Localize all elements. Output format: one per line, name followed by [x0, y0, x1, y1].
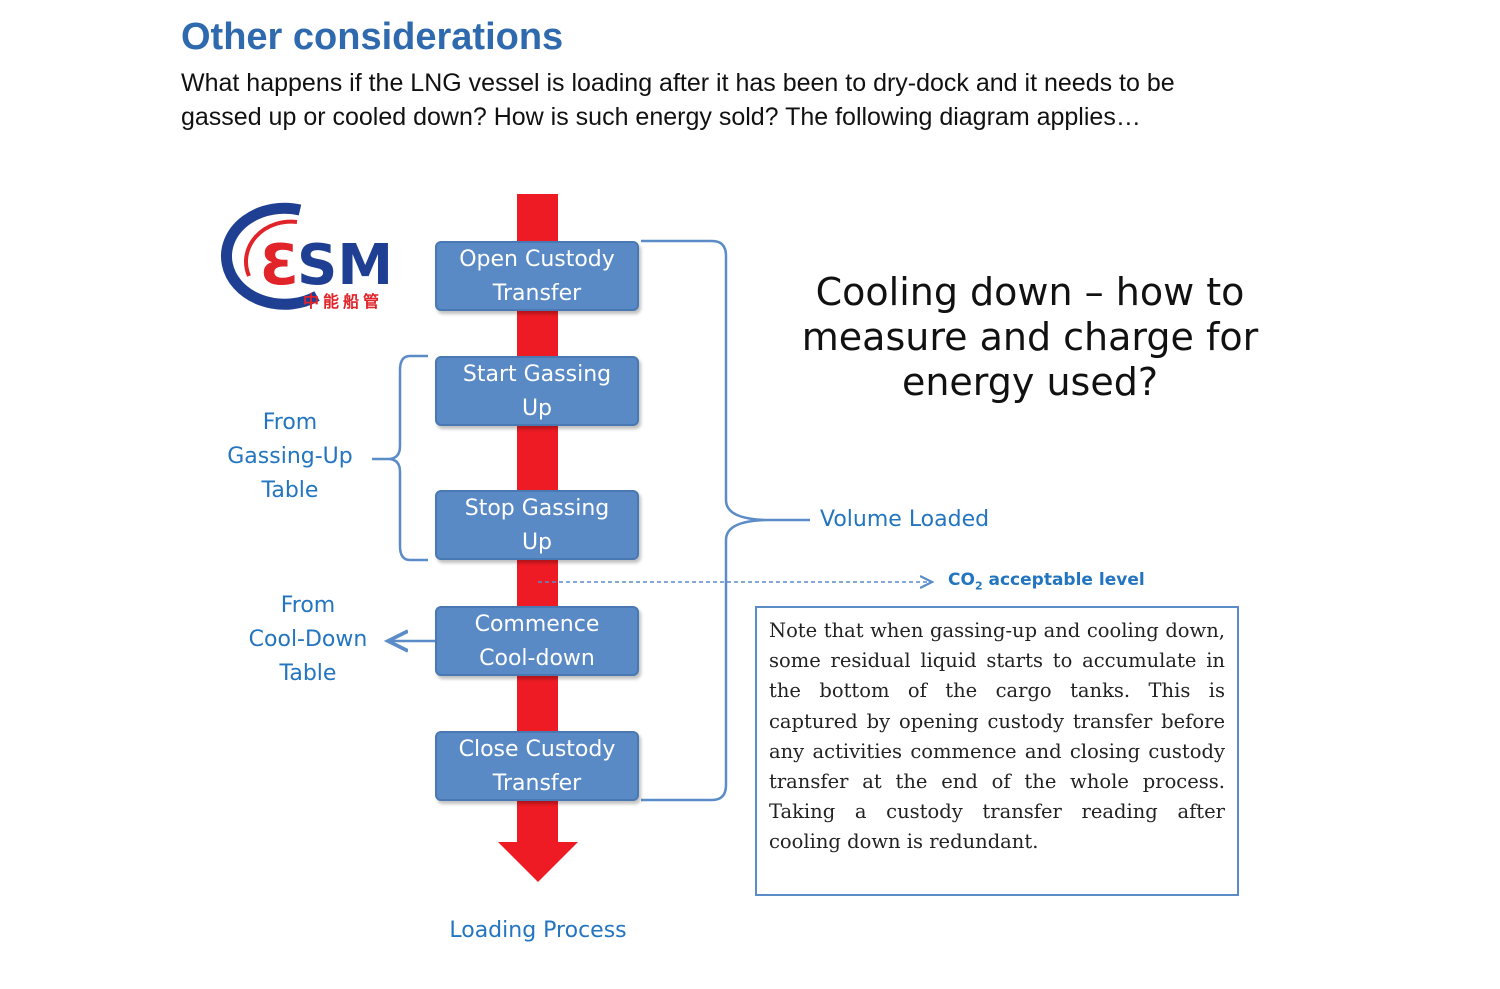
cooling-down-heading: Cooling down – how to measure and charge… [790, 270, 1270, 405]
logo-sm: SM [297, 233, 393, 298]
co2-text: CO [948, 570, 975, 590]
step-commence-cool-down: Commence Cool-down [435, 606, 639, 676]
step-open-custody-transfer: Open Custody Transfer [435, 241, 639, 311]
step-label: Start Gassing [462, 362, 612, 387]
volume-brace [641, 239, 810, 802]
page-title: Other considerations [181, 16, 564, 58]
loading-process-label: Loading Process [449, 918, 627, 943]
step-label: Cool-down [479, 646, 595, 671]
gassing-up-table-label: From Gassing-Up Table [210, 406, 370, 508]
volume-loaded-label: Volume Loaded [820, 507, 990, 532]
step-label: Stop Gassing [464, 496, 610, 521]
esm-logo: Ɛ SM 中能船管 [220, 202, 393, 311]
intro-line-2: gassed up or cooled down? How is such en… [181, 103, 1141, 131]
heading-line: measure and charge for [801, 315, 1259, 359]
step-close-custody-transfer: Close Custody Transfer [435, 731, 639, 801]
step-label: Transfer [492, 281, 582, 306]
heading-line: Cooling down – how to [815, 270, 1245, 314]
step-label: Up [521, 396, 553, 421]
label-line: Table [261, 478, 319, 503]
step-start-gassing-up: Start Gassing Up [435, 356, 639, 426]
label-line: From [280, 593, 336, 618]
co2-subscript: 2 [974, 579, 983, 593]
step-label: Close Custody [458, 737, 616, 762]
intro-line-1: What happens if the LNG vessel is loadin… [181, 69, 1175, 97]
co2-rest-text: acceptable level [982, 570, 1145, 590]
cool-down-table-label: From Cool-Down Table [228, 589, 388, 691]
step-label: Open Custody [459, 247, 615, 272]
label-line: From [262, 410, 318, 435]
label-line: Gassing-Up [227, 444, 353, 469]
label-line: Table [279, 661, 337, 686]
heading-line: energy used? [901, 360, 1159, 404]
step-label: Up [521, 530, 553, 555]
intro-text: What happens if the LNG vessel is loadin… [181, 66, 1331, 134]
label-line: Cool-Down [248, 627, 368, 652]
step-label: Transfer [492, 771, 582, 796]
note-box: Note that when gassing-up and cooling do… [755, 606, 1239, 896]
gassing-brace [372, 354, 428, 562]
logo-sigma: Ɛ [260, 233, 299, 298]
step-label: Commence [474, 612, 600, 637]
co2-level-label: CO2 acceptable level [948, 570, 1145, 592]
logo-chinese: 中能船管 [303, 292, 383, 311]
step-stop-gassing-up: Stop Gassing Up [435, 490, 639, 560]
